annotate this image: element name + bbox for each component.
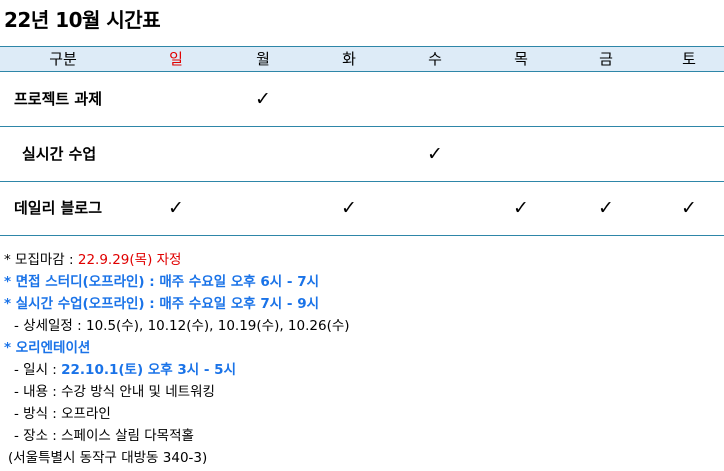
note-ot-address: (서울특별시 동작구 대방동 340-3)	[8, 450, 208, 466]
header-sunday: 일	[169, 50, 183, 68]
header-friday: 금	[599, 50, 613, 68]
check-mark-icon: ✓	[255, 88, 271, 110]
note-ot-date: - 일시 : 22.10.1(토) 오후 3시 - 5시	[4, 359, 720, 381]
note-interview: * 면접 스터디(오프라인) : 매주 수요일 오후 6시 - 7시	[4, 274, 320, 290]
header-saturday: 토	[682, 50, 696, 68]
table-row-live-class: 실시간 수업 ✓	[0, 127, 724, 182]
notes-section: * 모집마감 : 22.9.29(목) 자정 * 면접 스터디(오프라인) : …	[4, 249, 720, 469]
check-mark-icon: ✓	[513, 197, 529, 219]
note-orientation: * 오리엔테이션	[4, 340, 91, 356]
note-ot-place: - 장소 : 스페이스 살림 다목적홀	[14, 428, 194, 444]
note-ot-content: - 내용 : 수강 방식 안내 및 네트워킹	[14, 384, 215, 400]
header-wednesday: 수	[428, 50, 442, 68]
table-row-project: 프로젝트 과제 ✓	[0, 72, 724, 127]
note-deadline-value: 22.9.29(목) 자정	[77, 252, 182, 268]
check-mark-icon: ✓	[427, 143, 443, 165]
page-title: 22년 10월 시간표	[4, 8, 161, 32]
note-ot-method: - 방식 : 오프라인	[14, 406, 111, 422]
check-mark-icon: ✓	[341, 197, 357, 219]
note-schedule: - 상세일정 : 10.5(수), 10.12(수), 10.19(수), 10…	[14, 318, 350, 334]
note-deadline-label: * 모집마감 :	[4, 252, 78, 268]
row-label-daily-blog: 데일리 블로그	[14, 199, 103, 217]
table-row-daily-blog: 데일리 블로그 ✓ ✓ ✓ ✓ ✓	[0, 181, 724, 236]
table-header: 구분 일 월 화 수 목 금 토	[0, 46, 724, 72]
row-label-project: 프로젝트 과제	[14, 90, 103, 108]
note-live-class: * 실시간 수업(오프라인) : 매주 수요일 오후 7시 - 9시	[4, 296, 320, 312]
header-thursday: 목	[514, 50, 528, 68]
note-ot-date-label: - 일시 :	[14, 362, 62, 378]
check-mark-icon: ✓	[681, 197, 697, 219]
row-label-live-class: 실시간 수업	[22, 145, 97, 163]
note-deadline: * 모집마감 : 22.9.29(목) 자정	[4, 249, 720, 271]
check-mark-icon: ✓	[598, 197, 614, 219]
header-tuesday: 화	[342, 50, 356, 68]
check-mark-icon: ✓	[168, 197, 184, 219]
note-ot-date-value: 22.10.1(토) 오후 3시 - 5시	[61, 362, 236, 378]
header-category: 구분	[49, 50, 77, 68]
header-monday: 월	[256, 50, 270, 68]
